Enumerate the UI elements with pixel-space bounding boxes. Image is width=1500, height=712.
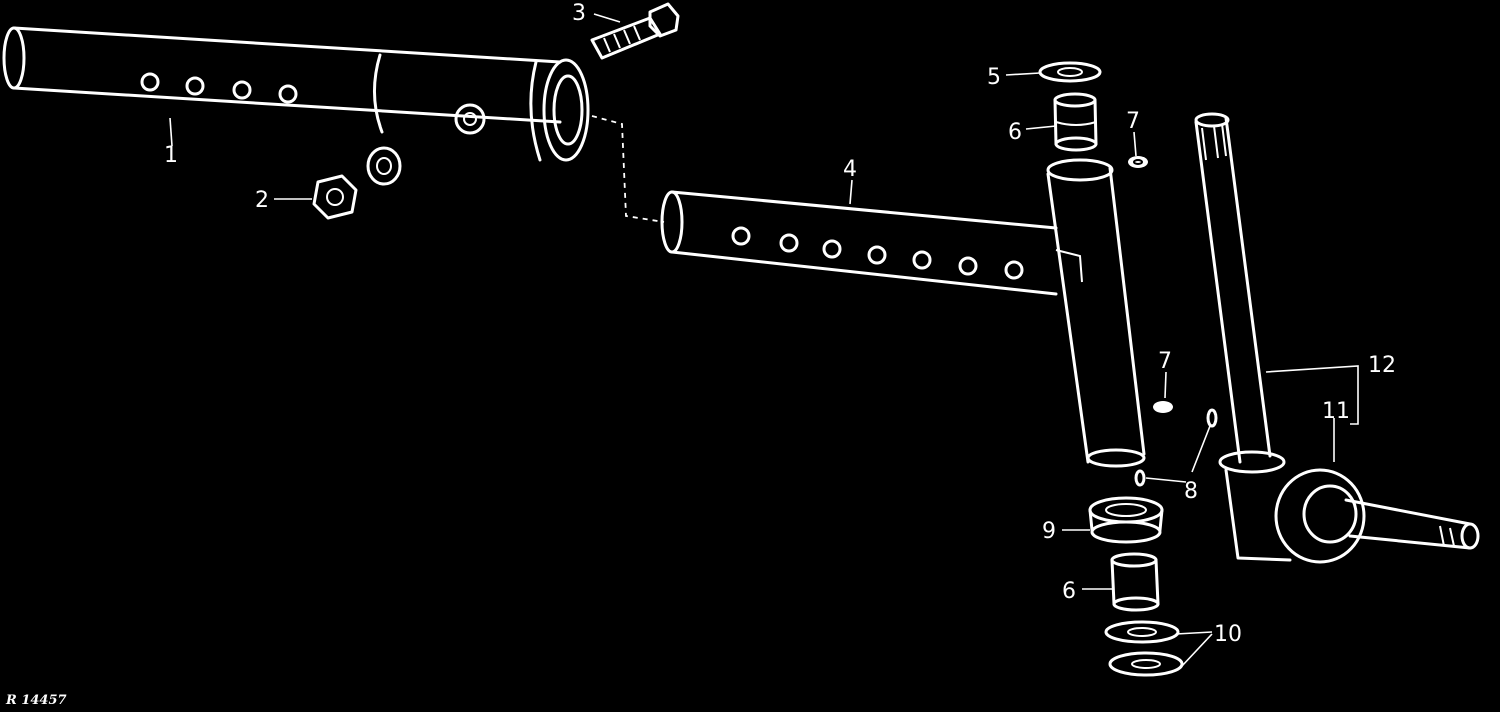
callout-11: 11 (1322, 399, 1350, 424)
part-7-lower-grease-fitting (1153, 401, 1173, 413)
callout-7-upper: 7 (1126, 109, 1140, 134)
part-6-lower-bushing (1110, 552, 1160, 612)
part-4-axle-extension (660, 158, 1146, 468)
part-9-seal (1088, 496, 1164, 544)
callout-5: 5 (987, 65, 1001, 90)
part-2-nut (312, 146, 402, 220)
callout-6-upper: 6 (1008, 120, 1022, 145)
callout-labels: 1 2 3 4 5 6 7 7 8 9 6 10 11 12 (164, 1, 1396, 647)
callout-6-lower: 6 (1062, 579, 1076, 604)
callout-2: 2 (255, 188, 269, 213)
leader-lines (169, 13, 1359, 667)
callout-8: 8 (1184, 479, 1198, 504)
part-10-washers (1104, 620, 1184, 677)
part-11-12-spindle (1194, 112, 1480, 564)
part-8-pins (1134, 408, 1218, 487)
part-1-axle-tube (2, 26, 590, 162)
callout-7-lower: 7 (1158, 349, 1172, 374)
callout-10: 10 (1214, 622, 1242, 647)
callout-3: 3 (572, 1, 586, 26)
part-5-washer (1038, 61, 1102, 83)
alignment-dashed-line (591, 115, 665, 223)
callout-1: 1 (164, 143, 178, 168)
part-3-bolt (590, 2, 680, 60)
part-7-upper-grease-fitting (1128, 156, 1148, 168)
part-6-upper-bushing (1053, 92, 1098, 152)
callout-12: 12 (1368, 353, 1396, 378)
callout-9: 9 (1042, 519, 1056, 544)
figure-reference: R 14457 (5, 693, 67, 708)
callout-4: 4 (843, 157, 857, 182)
